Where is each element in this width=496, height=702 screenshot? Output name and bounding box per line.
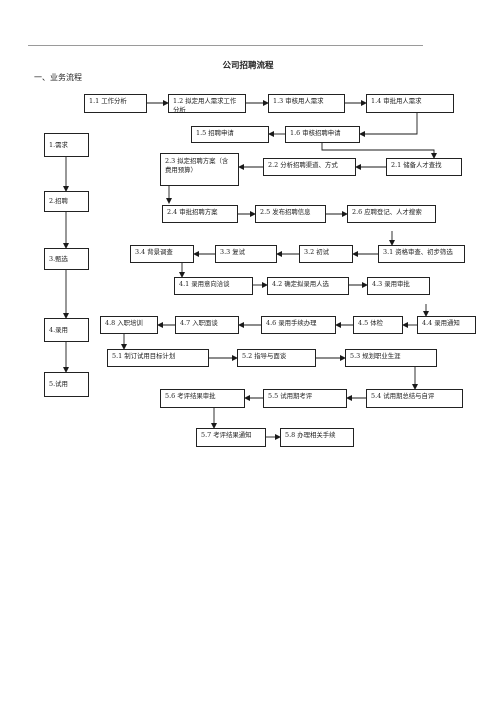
step-3-1: 3.1 资格审查、初步筛选 — [378, 245, 465, 263]
step-2-3: 2.3 拟定招聘方案（含费用预算） — [160, 153, 239, 186]
step-1-4: 1.4 审批用人需求 — [366, 94, 454, 113]
step-2-1: 2.1 储备人才查找 — [386, 158, 462, 176]
step-4-5: 4.5 体检 — [353, 316, 403, 334]
step-5-8: 5.8 办理相关手续 — [280, 428, 354, 447]
section-heading: 一、业务流程 — [34, 73, 82, 82]
step-4-8: 4.8 入职培训 — [100, 316, 158, 334]
stage-select: 3.甄选 — [44, 248, 89, 270]
step-5-5: 5.5 试用期考评 — [263, 389, 347, 408]
step-5-6: 5.6 考评结果审批 — [160, 389, 245, 408]
step-4-3: 4.3 录用审批 — [367, 277, 430, 295]
step-2-2: 2.2 分析招聘渠道、方式 — [263, 158, 356, 176]
step-4-1: 4.1 录用意向洽谈 — [174, 277, 253, 295]
step-5-3: 5.3 规划职业生涯 — [345, 349, 437, 367]
step-1-2: 1.2 拟定用人需求工作分析 — [168, 94, 246, 113]
arrow-1-6-to-2-1 — [321, 143, 437, 159]
step-5-4: 5.4 试用期总结与自评 — [366, 389, 463, 408]
stage-recruit: 2.招聘 — [44, 191, 89, 212]
page-title: 公司招聘流程 — [222, 61, 274, 71]
stage-hire: 4.录用 — [44, 318, 89, 342]
step-1-3: 1.3 审核用人需求 — [268, 94, 345, 113]
step-3-2: 3.2 初试 — [299, 245, 353, 263]
step-1-1: 1.1 工作分析 — [84, 94, 147, 113]
step-4-2: 4.2 确定拟录用人选 — [267, 277, 349, 295]
step-2-4: 2.4 审批招聘方案 — [162, 205, 238, 223]
step-2-5: 2.5 发布招聘信息 — [255, 205, 326, 223]
step-4-4: 4.4 录用通知 — [417, 316, 476, 334]
step-1-6: 1.6 审核招聘申请 — [285, 126, 360, 143]
stage-probation: 5.试用 — [44, 372, 89, 397]
step-3-3: 3.3 复试 — [215, 245, 277, 263]
arrow-1-4-to-1-6 — [359, 113, 418, 137]
step-5-1: 5.1 制订试用目标计划 — [107, 349, 209, 367]
step-5-7: 5.7 考评结果通知 — [196, 428, 266, 447]
header-rule — [28, 45, 423, 46]
stage-demand: 1.需求 — [44, 133, 89, 157]
step-4-7: 4.7 入职面谈 — [175, 316, 239, 334]
step-3-4: 3.4 背景调查 — [130, 245, 194, 263]
step-1-5: 1.5 招聘申请 — [191, 126, 269, 143]
step-4-6: 4.6 录用手续办理 — [261, 316, 336, 334]
step-2-6: 2.6 应聘登记、人才搜索 — [347, 205, 436, 223]
step-5-2: 5.2 指导与面谈 — [237, 349, 316, 367]
